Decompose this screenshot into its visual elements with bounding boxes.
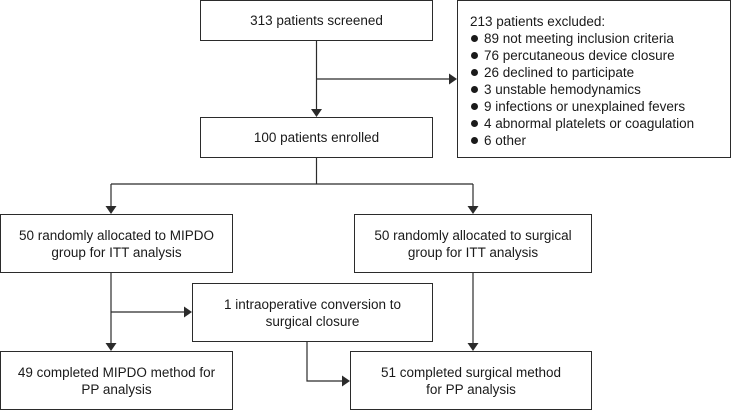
mipdo-itt-box: 50 randomly allocated to MIPDO group for… bbox=[0, 214, 233, 273]
surgical-pp-line-2: for PP analysis bbox=[426, 381, 516, 397]
arrowhead-to-conversion bbox=[184, 306, 192, 318]
arrowhead-conversion-to-surgical-pp bbox=[342, 375, 350, 387]
surgical-pp-line-1: 51 completed surgical method bbox=[380, 364, 562, 380]
surgical-itt-line-2: group for ITT analysis bbox=[407, 244, 539, 260]
arrowhead-to-surgical-itt bbox=[467, 206, 479, 214]
excluded-heading: 213 patients excluded: bbox=[470, 14, 606, 29]
screened-box: 313 patients screened bbox=[200, 0, 433, 41]
arrowhead-mipdo-itt-to-pp bbox=[105, 343, 117, 351]
enrolled-text: 100 patients enrolled bbox=[253, 130, 380, 145]
exclusion-reason: 4 abnormal platelets or coagulation bbox=[470, 115, 694, 132]
exclusion-reason: 9 infections or unexplained fevers bbox=[470, 98, 694, 115]
mipdo-pp-line-2: PP analysis bbox=[81, 381, 152, 397]
arrowhead-to-excluded bbox=[449, 73, 457, 85]
enrolled-box: 100 patients enrolled bbox=[200, 117, 433, 158]
excluded-box: 213 patients excluded: 89 not meeting in… bbox=[457, 0, 731, 158]
exclusion-reason: 3 unstable hemodynamics bbox=[470, 81, 694, 98]
exclusion-reason: 89 not meeting inclusion criteria bbox=[470, 30, 694, 47]
exclusion-reason: 6 other bbox=[470, 132, 694, 149]
exclusion-reasons-list: 89 not meeting inclusion criteria 76 per… bbox=[470, 30, 694, 149]
conversion-box: 1 intraoperative conversion to surgical … bbox=[192, 283, 433, 342]
conversion-line-2: surgical closure bbox=[265, 313, 360, 329]
exclusion-reason: 26 declined to participate bbox=[470, 64, 694, 81]
mipdo-itt-line-1: 50 randomly allocated to MIPDO bbox=[18, 227, 215, 243]
arrowhead-surgical-itt-to-pp bbox=[467, 343, 479, 351]
mipdo-pp-line-1: 49 completed MIPDO method for bbox=[17, 364, 216, 380]
screened-text: 313 patients screened bbox=[250, 13, 383, 28]
arrowhead-screened-to-enrolled bbox=[311, 109, 322, 117]
mipdo-pp-box: 49 completed MIPDO method for PP analysi… bbox=[0, 351, 233, 410]
arrowhead-to-mipdo-itt bbox=[105, 206, 117, 214]
exclusion-reason: 76 percutaneous device closure bbox=[470, 47, 694, 64]
surgical-itt-box: 50 randomly allocated to surgical group … bbox=[354, 214, 592, 273]
surgical-itt-line-1: 50 randomly allocated to surgical bbox=[374, 227, 572, 243]
mipdo-itt-line-2: group for ITT analysis bbox=[51, 244, 182, 260]
arrow-conversion-to-surgical-pp bbox=[306, 342, 343, 382]
surgical-pp-box: 51 completed surgical method for PP anal… bbox=[350, 351, 592, 410]
conversion-line-1: 1 intraoperative conversion to bbox=[223, 296, 402, 312]
